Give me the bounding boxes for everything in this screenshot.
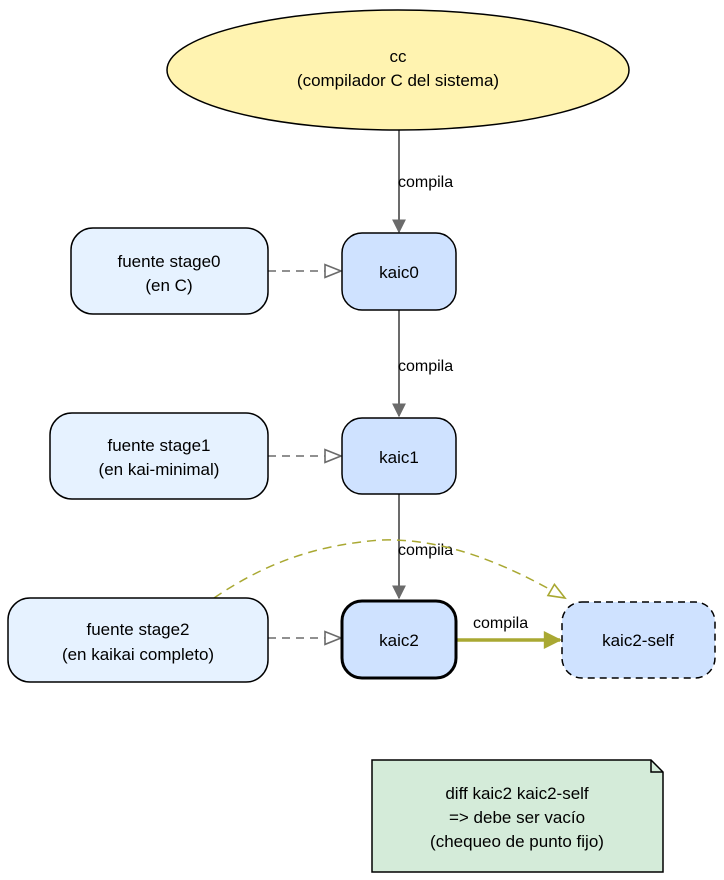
node-cc-desc: (compilador C del sistema) <box>297 71 499 90</box>
edge-kaic1-kaic2: compila <box>392 494 453 600</box>
edge-label: compila <box>473 615 528 632</box>
edge-kaic0-kaic1: compila <box>392 310 453 418</box>
edge-cc-kaic0: compila <box>392 130 453 234</box>
note-line-2: => debe ser vacío <box>449 808 585 827</box>
node-stage1-desc: (en kai-minimal) <box>99 460 220 479</box>
note-fixed-point: diff kaic2 kaic2-self => debe ser vacío … <box>371 759 664 873</box>
node-kaic0-label: kaic0 <box>379 263 419 282</box>
node-kaic2-self[interactable]: kaic2-self <box>561 601 716 679</box>
note-line-1: diff kaic2 kaic2-self <box>445 784 589 803</box>
node-cc[interactable]: cc (compilador C del sistema) <box>166 9 630 131</box>
node-stage1-source[interactable]: fuente stage1 (en kai-minimal) <box>49 412 269 500</box>
edge-label: compila <box>398 174 453 191</box>
edge-label: compila <box>398 542 453 559</box>
node-stage1-name: fuente stage1 <box>107 436 210 455</box>
node-kaic2[interactable]: kaic2 <box>340 599 458 680</box>
edge-stage2-self <box>213 539 567 600</box>
node-stage2-desc: (en kaikai completo) <box>62 645 214 664</box>
edge-kaic2-self: compila <box>456 615 562 649</box>
node-kaic2-label: kaic2 <box>379 631 419 650</box>
node-stage0-desc: (en C) <box>145 276 192 295</box>
node-kaic2-self-label: kaic2-self <box>602 631 674 650</box>
node-kaic1-label: kaic1 <box>379 448 419 467</box>
node-stage2-source[interactable]: fuente stage2 (en kaikai completo) <box>7 597 269 683</box>
node-stage2-name: fuente stage2 <box>86 620 189 639</box>
node-kaic1[interactable]: kaic1 <box>341 417 457 495</box>
node-cc-name: cc <box>390 47 408 66</box>
node-stage0-name: fuente stage0 <box>117 252 220 271</box>
edge-label: compila <box>398 358 453 375</box>
node-kaic0[interactable]: kaic0 <box>341 232 457 311</box>
note-line-3: (chequeo de punto fijo) <box>430 832 604 851</box>
node-stage0-source[interactable]: fuente stage0 (en C) <box>70 227 269 315</box>
